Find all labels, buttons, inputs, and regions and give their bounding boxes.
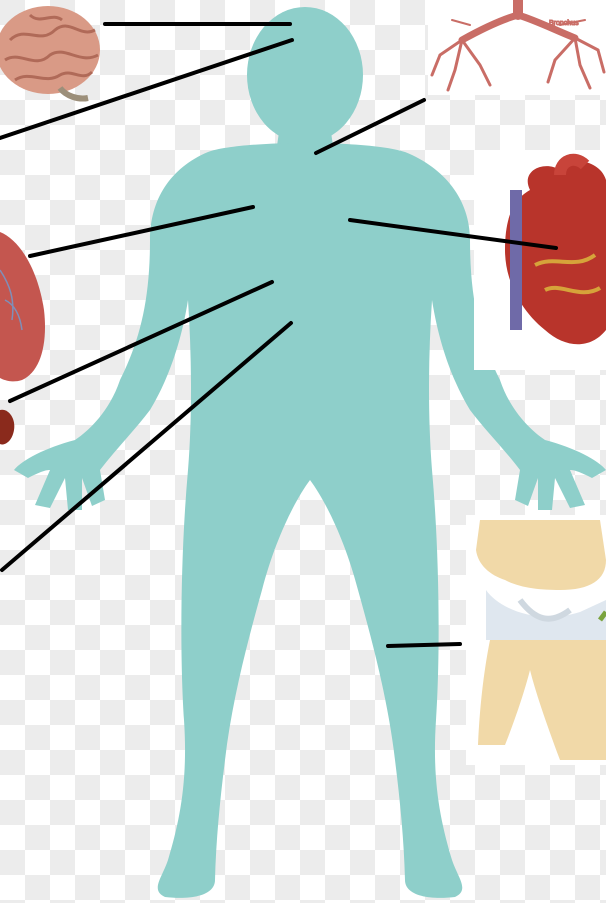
bronchus-label: Bronchus: [549, 20, 579, 27]
knee-joint-icon: [466, 515, 606, 765]
bronchial-tree-icon: Bronchus: [428, 0, 606, 95]
heart-icon: [474, 150, 606, 370]
leader-line-knee: [388, 644, 460, 646]
